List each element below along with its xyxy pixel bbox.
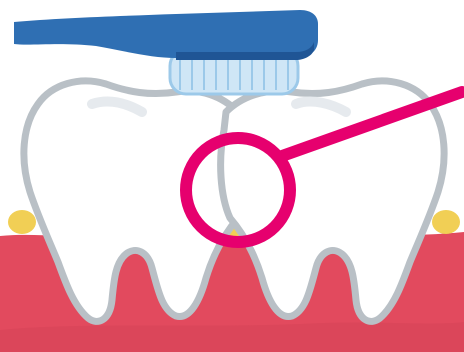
magnifier-ring-icon — [180, 86, 464, 248]
gum-shadow — [0, 322, 464, 352]
right-tooth — [217, 77, 448, 325]
right-tooth-shine — [291, 96, 351, 117]
left-tooth — [20, 77, 251, 325]
plaque-left — [8, 210, 36, 234]
plaque-right — [432, 210, 460, 234]
left-tooth-shine — [87, 96, 147, 117]
toothbrush-bristles — [168, 48, 300, 96]
toothbrush-icon — [14, 10, 318, 60]
